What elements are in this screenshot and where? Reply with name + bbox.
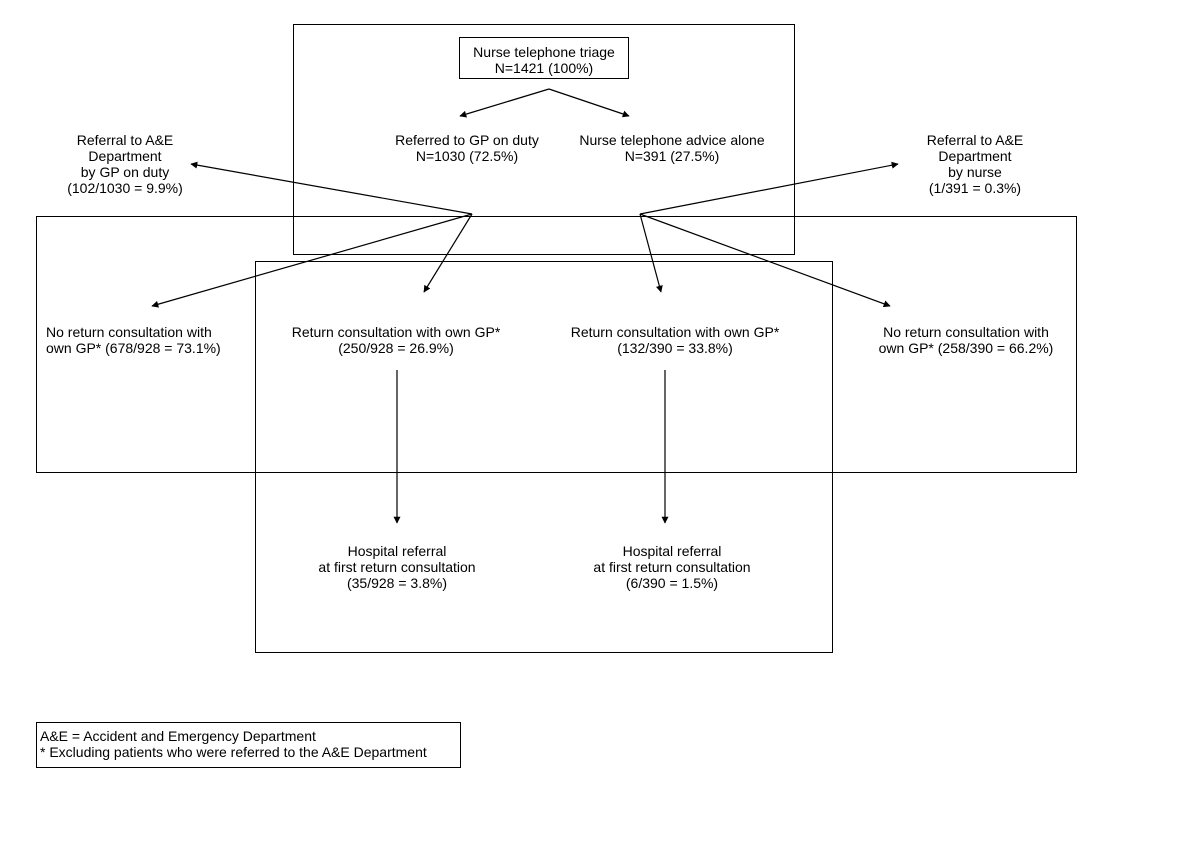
arrow-nurse-to-ae bbox=[639, 161, 899, 215]
triage-node: Nurse telephone triage N=1421 (100%) bbox=[459, 44, 629, 76]
arrow-nurse-to-return bbox=[639, 213, 663, 293]
triage-node-box bbox=[459, 37, 629, 79]
nurse-advice-node: Nurse telephone advice alone N=391 (27.5… bbox=[567, 132, 777, 164]
nurse-advice-title: Nurse telephone advice alone bbox=[579, 132, 765, 148]
hospital-gp-line1: Hospital referral bbox=[347, 543, 447, 559]
arrow-gp-to-ae bbox=[190, 161, 473, 215]
consultation-frame bbox=[36, 216, 1077, 473]
legend-line1: A&E = Accident and Emergency Department bbox=[40, 728, 316, 744]
no-return-nurse-line1: No return consultation with bbox=[883, 324, 1049, 340]
arrow-gp-to-no-return bbox=[151, 213, 473, 308]
return-nurse-node: Return consultation with own GP* (132/39… bbox=[550, 324, 800, 356]
ae-nurse-line4: (1/391 = 0.3%) bbox=[928, 180, 1022, 196]
no-return-nurse-node: No return consultation with own GP* (258… bbox=[866, 324, 1066, 356]
gp-duty-title: Referred to GP on duty bbox=[395, 132, 539, 148]
return-gp-node: Return consultation with own GP* (250/92… bbox=[276, 324, 516, 356]
hospital-gp-line3: (35/928 = 3.8%) bbox=[346, 575, 447, 591]
legend-box bbox=[36, 722, 461, 768]
hospital-nurse-line2: at first return consultation bbox=[593, 559, 751, 575]
triage-count: N=1421 (100%) bbox=[494, 60, 594, 76]
ae-gp-line2: Department bbox=[88, 148, 162, 164]
return-nurse-line2: (132/390 = 33.8%) bbox=[617, 340, 733, 356]
arrow-triage-to-gp bbox=[459, 88, 550, 118]
gp-duty-node: Referred to GP on duty N=1030 (72.5%) bbox=[377, 132, 557, 164]
no-return-gp-line2: own GP* (678/928 = 73.1%) bbox=[46, 340, 221, 356]
return-gp-line1: Return consultation with own GP* bbox=[291, 324, 501, 340]
legend: A&E = Accident and Emergency Department … bbox=[40, 728, 455, 760]
ae-nurse-line3: by nurse bbox=[948, 164, 1002, 180]
hospital-gp-node: Hospital referral at first return consul… bbox=[297, 543, 497, 591]
ae-nurse-node: Referral to A&E Department by nurse (1/3… bbox=[900, 132, 1050, 196]
triage-title: Nurse telephone triage bbox=[473, 44, 615, 60]
legend-line2: * Excluding patients who were referred t… bbox=[40, 744, 427, 760]
hospital-gp-line2: at first return consultation bbox=[318, 559, 476, 575]
ae-gp-line3: by GP on duty bbox=[80, 164, 170, 180]
ae-gp-node: Referral to A&E Department by GP on duty… bbox=[40, 132, 210, 196]
arrow-gp-to-return bbox=[423, 213, 473, 293]
arrow-triage-to-nurse bbox=[548, 88, 630, 118]
no-return-nurse-line2: own GP* (258/390 = 66.2%) bbox=[878, 340, 1054, 356]
nurse-advice-count: N=391 (27.5%) bbox=[624, 148, 720, 164]
referral-frame bbox=[255, 261, 833, 653]
ae-nurse-line2: Department bbox=[938, 148, 1012, 164]
hospital-nurse-line1: Hospital referral bbox=[622, 543, 722, 559]
no-return-gp-line1: No return consultation with bbox=[46, 324, 212, 340]
ae-gp-line4: (102/1030 = 9.9%) bbox=[67, 180, 183, 196]
arrow-nurse-to-no-return bbox=[639, 213, 891, 308]
hospital-nurse-node: Hospital referral at first return consul… bbox=[572, 543, 772, 591]
triage-frame bbox=[293, 24, 795, 255]
ae-nurse-line1: Referral to A&E bbox=[926, 132, 1024, 148]
return-gp-line2: (250/928 = 26.9%) bbox=[338, 340, 454, 356]
hospital-nurse-line3: (6/390 = 1.5%) bbox=[625, 575, 719, 591]
return-nurse-line1: Return consultation with own GP* bbox=[570, 324, 780, 340]
no-return-gp-node: No return consultation with own GP* (678… bbox=[46, 324, 246, 356]
gp-duty-count: N=1030 (72.5%) bbox=[415, 148, 519, 164]
ae-gp-line1: Referral to A&E bbox=[76, 132, 174, 148]
